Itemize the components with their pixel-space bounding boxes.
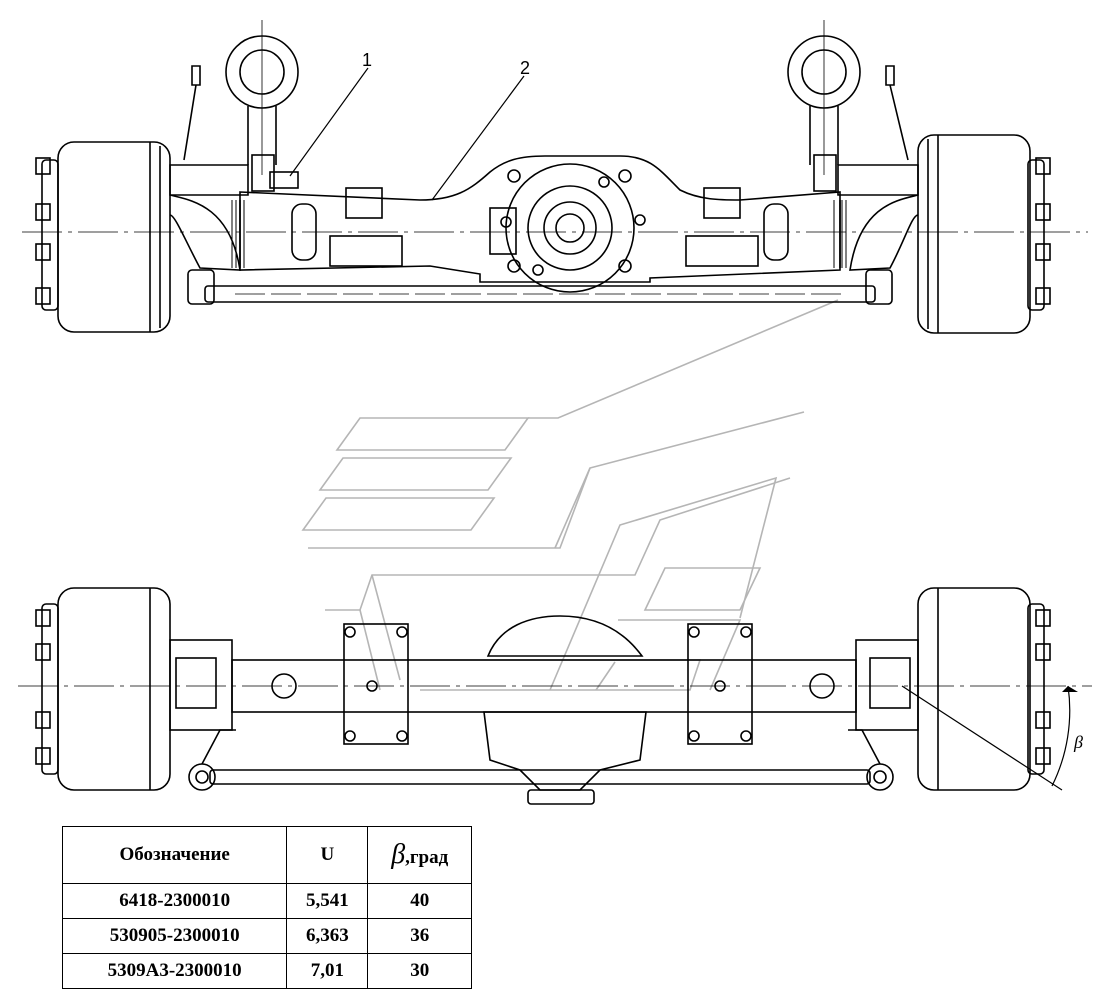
cell-angle: 40 (367, 883, 472, 919)
header-ratio: U (286, 826, 369, 884)
callout-1: 1 (362, 50, 372, 70)
callout-leaders (289, 67, 525, 201)
cell-ratio: 7,01 (286, 953, 369, 989)
angle-beta-marker (901, 685, 1078, 791)
beta-symbol: β (391, 839, 406, 870)
cell-angle: 36 (367, 918, 472, 954)
callout-2: 2 (520, 58, 530, 78)
left-drum-front (57, 587, 171, 791)
header-designation: Обозначение (61, 826, 288, 884)
cell-designation: 5309А3-2300010 (61, 953, 288, 989)
right-steering-arm (787, 20, 861, 192)
spec-table-header: Обозначение U β,град (61, 826, 472, 884)
cell-ratio: 5,541 (286, 883, 369, 919)
right-hub-bolts (1035, 157, 1051, 305)
left-brake-drum (57, 141, 171, 333)
table-row: 6418-2300010 5,541 40 (61, 883, 472, 919)
table-row: 5309А3-2300010 7,01 30 (61, 953, 472, 989)
header-angle-unit: ,град (405, 847, 449, 868)
right-brake-drum (917, 134, 1031, 334)
axle-beam (239, 155, 841, 283)
cell-ratio: 6,363 (286, 918, 369, 954)
header-angle: β,град (367, 826, 472, 884)
right-drum-front (917, 587, 1031, 791)
table-row: 530905-2300010 6,363 36 (61, 918, 472, 954)
diff-bolts (500, 169, 646, 276)
angle-beta-label: β (1073, 732, 1083, 752)
watermark-logo (301, 299, 839, 691)
tie-rod-front (209, 769, 871, 785)
axle-front-view (18, 587, 1092, 805)
cell-designation: 530905-2300010 (61, 918, 288, 954)
differential-housing (505, 163, 635, 293)
cell-angle: 30 (367, 953, 472, 989)
spec-table: Обозначение U β,град 6418-2300010 5,541 … (61, 826, 472, 989)
axle-top-view (22, 20, 1088, 334)
left-hub-bolts (35, 157, 51, 305)
tie-rod-top (204, 285, 876, 303)
cell-designation: 6418-2300010 (61, 883, 288, 919)
left-steering-arm (225, 20, 299, 192)
